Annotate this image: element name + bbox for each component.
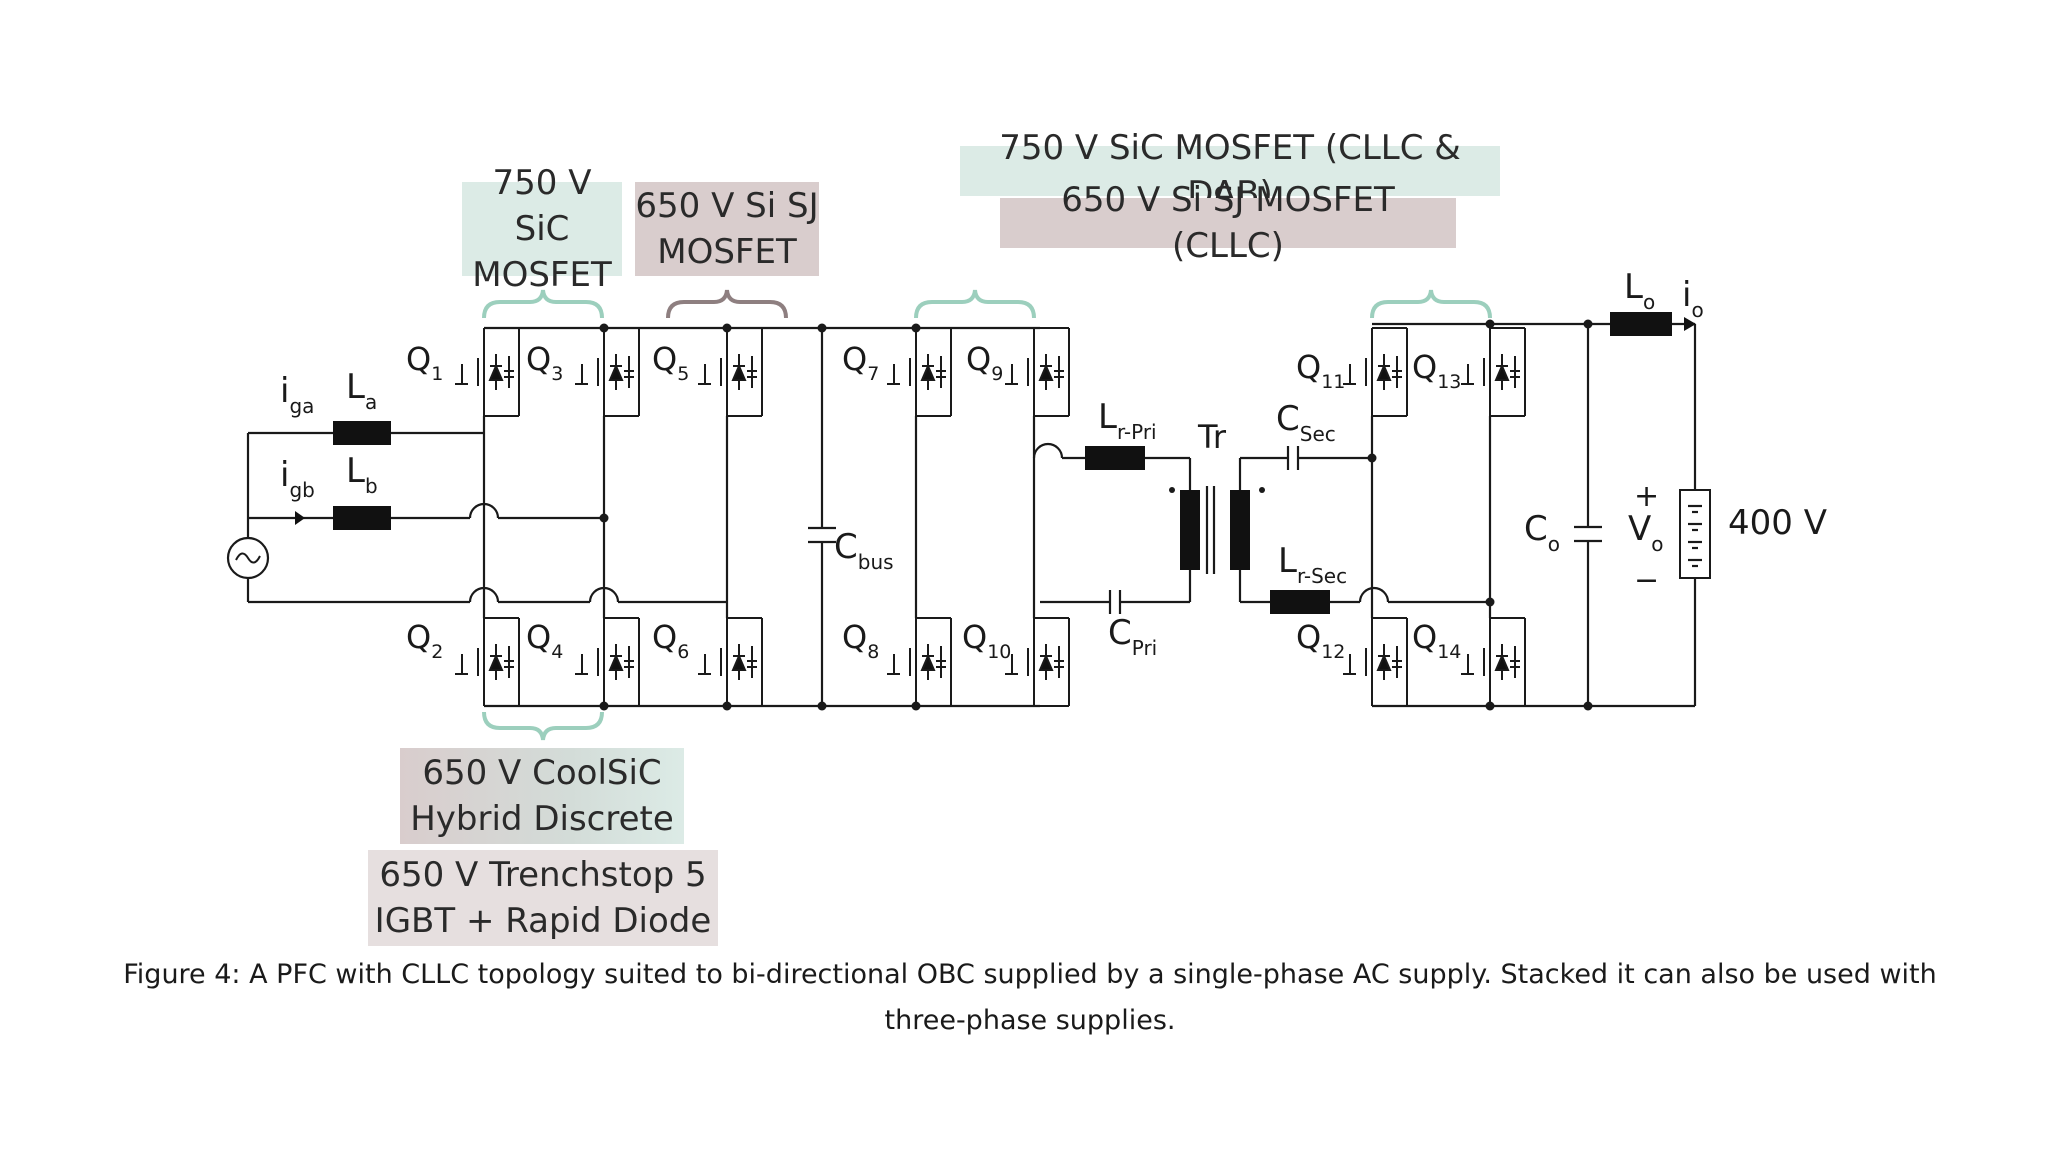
label-la: La: [346, 367, 377, 414]
label-q11: Q11: [1296, 348, 1345, 393]
label-cpri: CPri: [1108, 613, 1157, 660]
switch-q6: [698, 617, 763, 707]
switch-q12: [1343, 617, 1408, 707]
switch-q8: [887, 617, 952, 707]
label-cbus: Cbus: [834, 527, 894, 574]
capacitor-csec: [1286, 446, 1300, 470]
label-q6: Q6: [652, 618, 689, 663]
label-q3: Q3: [526, 340, 563, 385]
brace-dcdc-primary: [914, 289, 1036, 319]
label-iga: iga: [280, 371, 314, 418]
inductor-lo: [1610, 312, 1672, 336]
label-400v: 400 V: [1728, 503, 1827, 543]
brace-dcdc-secondary: [1370, 289, 1492, 319]
switch-q3: [575, 327, 640, 417]
label-igb: igb: [280, 455, 315, 502]
switch-q1: [455, 327, 520, 417]
label-q8: Q8: [842, 618, 879, 663]
switch-q7: [887, 327, 952, 417]
inductor-lrsec: [1270, 590, 1330, 614]
label-lrsec: Lr-Sec: [1278, 541, 1347, 588]
label-q2: Q2: [406, 618, 443, 663]
label-vo: Vo: [1628, 509, 1664, 556]
switch-q4: [575, 617, 640, 707]
switch-q11: [1343, 327, 1408, 417]
ac-source: [226, 536, 270, 580]
switch-q9: [1005, 327, 1070, 417]
junction-dots: [599, 319, 1593, 711]
label-q9: Q9: [966, 340, 1003, 385]
arrow-igb: [295, 511, 305, 525]
capacitor-cpri: [1108, 590, 1122, 614]
tag-650v-si-sj-mosfet-dcdc: 650 V Si SJ MOSFET (CLLC): [1000, 180, 1456, 266]
tag-650v-coolsic-hybrid: 650 V CoolSiC Hybrid Discrete: [400, 748, 684, 844]
transformer: [1169, 486, 1265, 574]
switch-q5: [698, 327, 763, 417]
label-q14: Q14: [1412, 618, 1461, 663]
label-q13: Q13: [1412, 348, 1461, 393]
switch-q10: [1005, 617, 1070, 707]
figure-caption: Figure 4: A PFC with CLLC topology suite…: [123, 959, 1937, 1036]
label-co: Co: [1524, 509, 1560, 556]
label-q7: Q7: [842, 340, 879, 385]
capacitor-cbus: [808, 526, 836, 544]
battery: [1679, 489, 1711, 579]
label-q12: Q12: [1296, 618, 1345, 663]
label-minus: −: [1634, 563, 1659, 598]
bridge-legs: [482, 416, 1492, 618]
label-lb: Lb: [346, 451, 378, 498]
tag-650v-trenchstop: 650 V Trenchstop 5 IGBT + Rapid Diode: [368, 850, 718, 946]
label-lrpri: Lr-Pri: [1098, 397, 1157, 444]
arrow-io: [1684, 317, 1696, 331]
label-plus: +: [1634, 479, 1659, 514]
label-csec: CSec: [1276, 399, 1336, 446]
inductor-lrpri: [1085, 446, 1145, 470]
switch-q2: [455, 617, 520, 707]
label-q10: Q10: [962, 618, 1011, 663]
tag-750v-sic-mosfet-pfc: 750 V SiC MOSFET: [462, 163, 622, 295]
brace-pfc-bottom: [482, 711, 604, 741]
label-q4: Q4: [526, 618, 563, 663]
switches: [455, 327, 1526, 707]
label-q5: Q5: [652, 340, 689, 385]
label-io: io: [1682, 275, 1704, 322]
tag-650v-si-sj-mosfet-pfc: 650 V Si SJ MOSFET: [635, 182, 819, 276]
inductor-lb: [333, 506, 391, 530]
brace-si-pfc: [666, 289, 788, 319]
tag-750v-sic-mosfet-dcdc: 750 V SiC MOSFET (CLLC & DAB): [960, 128, 1500, 214]
capacitor-co: [1574, 525, 1602, 543]
label-tr: Tr: [1197, 418, 1227, 456]
switch-q14: [1461, 617, 1526, 707]
inductor-la: [333, 421, 391, 445]
label-q1: Q1: [406, 340, 443, 385]
switch-q13: [1461, 327, 1526, 417]
label-lo: Lo: [1624, 267, 1655, 314]
brace-sic-pfc: [482, 289, 604, 319]
